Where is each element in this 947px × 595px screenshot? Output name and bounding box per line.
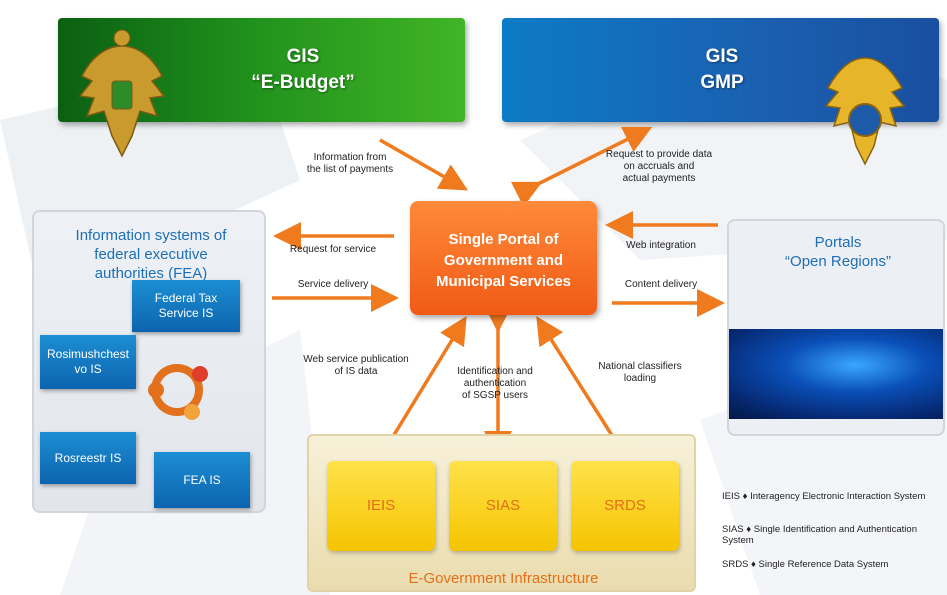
label-service-delivery: Service delivery [297,279,369,290]
federal-tax-service-is: Federal Tax Service IS [132,280,240,332]
label-web-service-publication: Web service publication of IS data [303,354,409,377]
label-content-delivery: Content delivery [624,279,698,290]
ieis-box: IEIS [327,461,435,551]
single-portal-title: Single Portal of Government and Municipa… [435,231,572,290]
gis-ebudget-line1: GIS [286,46,320,67]
gis-gmp-line2: GMP [700,72,744,93]
label-request-provide-data: Request to provide data on accruals and … [605,149,713,184]
sias-box: SIAS [449,461,557,551]
globe-image [729,329,943,419]
open-regions-title: Portals “Open Regions” [785,234,891,270]
srds-label: SRDS [604,497,646,514]
infrastructure-title: E-Government Infrastructure [408,570,599,587]
srds-box: SRDS [571,461,679,551]
label-web-integration: Web integration [626,240,696,251]
open-regions-portals-panel: Portals “Open Regions” [727,219,945,436]
russian-coat-of-arms-icon [78,29,166,158]
fea-information-systems-panel: Information systems of federal executive… [32,210,266,513]
gis-gmp-line1: GIS [705,46,739,67]
ubuntu-logo-icon [148,364,208,420]
rosimushchestvo-is: Rosimushchest vo IS [40,335,136,389]
sias-label: SIAS [485,497,521,514]
label-identification-authentication: Identification and authentication of SGS… [457,366,533,401]
label-information-from-payments: Information from the list of payments [306,152,394,175]
legend-ieis: IEIS ♦ Interagency Electronic Interactio… [722,491,926,502]
gis-gmp-block: GIS GMP [502,18,939,166]
legend-sias: SIAS ♦ Single Identification and Authent… [722,524,917,546]
gis-ebudget-line2: “E-Budget” [251,72,355,93]
legend-srds: SRDS ♦ Single Reference Data System [722,559,889,570]
label-national-classifiers: National classifiers loading [598,361,682,384]
rosreestr-is: Rosreestr IS [40,432,136,484]
label-request-for-service: Request for service [289,244,377,255]
fea-is: FEA IS [154,452,250,508]
fea-panel-title: Information systems of federal executive… [75,227,227,282]
e-government-infrastructure-block: IEIS SIAS SRDS E-Government Infrastructu… [307,434,696,592]
treasury-emblem-icon [824,57,906,166]
gis-ebudget-block: GIS “E-Budget” [58,18,465,158]
ieis-label: IEIS [366,497,396,514]
single-portal-block: Single Portal of Government and Municipa… [410,201,597,315]
